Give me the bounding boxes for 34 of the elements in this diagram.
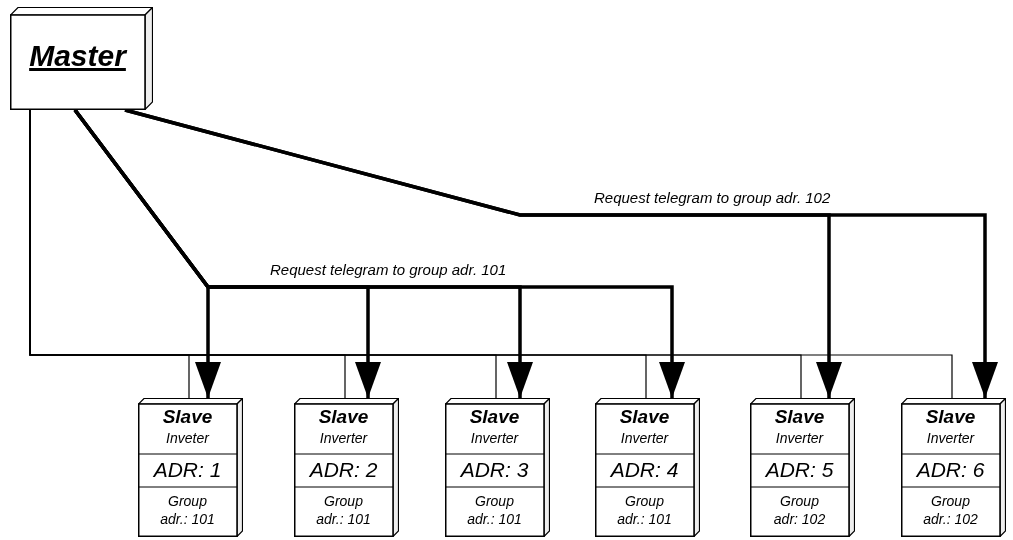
group-address-text: Group adr.: 102 <box>922 493 979 528</box>
group-address-text: Group adr.: 101 <box>315 493 372 528</box>
device-name: Slave <box>468 407 521 427</box>
device-type: Inverter <box>619 431 670 446</box>
device-type: Inverter <box>774 431 825 446</box>
address-text: ADR: 4 <box>609 459 680 482</box>
group-address-text: Group adr.: 101 <box>616 493 673 528</box>
device-type: Inverter <box>925 431 976 446</box>
address-text: ADR: 5 <box>764 459 835 482</box>
slave-device-box <box>138 398 243 537</box>
device-name: Slave <box>317 407 370 427</box>
device-type: Inverter <box>318 431 369 446</box>
device-type: Inverter <box>469 431 520 446</box>
address-text: ADR: 3 <box>459 459 530 482</box>
address-text: ADR: 6 <box>915 459 986 482</box>
slave-device-box <box>901 398 1006 537</box>
edge-label: Request telegram to group adr. 101 <box>270 262 507 277</box>
group-address-text: Group adr.: 101 <box>159 493 216 528</box>
group-address-text: Group adr: 102 <box>772 493 827 528</box>
slave-device-box <box>595 398 700 537</box>
device-name: Master <box>28 40 129 72</box>
address-text: ADR: 2 <box>308 459 379 482</box>
master-device-box <box>10 7 153 110</box>
device-name: Slave <box>924 407 977 427</box>
slave-device-box <box>750 398 855 537</box>
slave-device-box <box>445 398 550 537</box>
address-text: ADR: 1 <box>152 459 223 482</box>
device-name: Slave <box>773 407 826 427</box>
slave-device-box <box>294 398 399 537</box>
device-name: Slave <box>161 407 214 427</box>
device-type: Inveter <box>165 431 211 446</box>
group-address-text: Group adr.: 101 <box>466 493 523 528</box>
device-name: Slave <box>618 407 671 427</box>
edge-label: Request telegram to group adr. 102 <box>594 190 831 205</box>
